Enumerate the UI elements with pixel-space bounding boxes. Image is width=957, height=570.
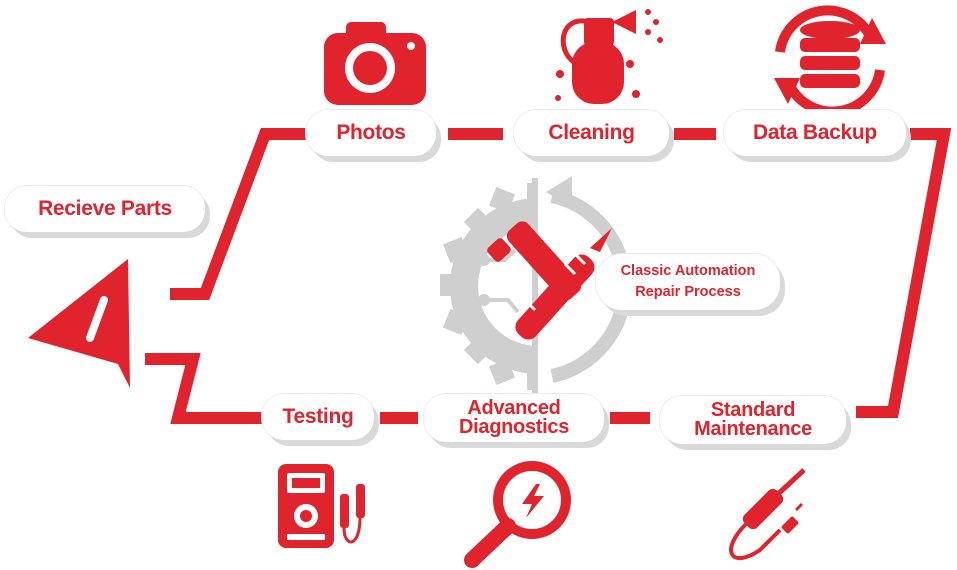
magnifier-lightning-icon [464,461,571,568]
step-diagnostics-line1: Advanced [467,397,561,419]
start-arrow-notch [86,296,108,342]
step-data-backup: Data Backup [724,110,906,156]
step-receive-parts: Recieve Parts [5,186,205,232]
center-process-title: Classic Automation Repair Process [596,254,780,310]
fire-extinguisher-icon [555,9,663,104]
step-cleaning: Cleaning [514,110,669,156]
start-arrow-icon [28,259,130,388]
soldering-iron-icon [729,468,806,561]
center-title-line1: Classic Automation [620,263,756,279]
step-testing: Testing [262,394,374,440]
step-cleaning-label: Cleaning [548,121,635,144]
step-photos-label: Photos [336,121,406,144]
step-diagnostics-line2: Diagnostics [458,416,570,438]
connector-to-photos [170,128,312,300]
connector-testing-start [145,353,265,424]
step-maintenance-line2: Maintenance [694,418,812,440]
step-data-backup-label: Data Backup [753,121,877,144]
step-receive-parts-label: Recieve Parts [38,197,172,220]
center-title-line2: Repair Process [635,284,741,300]
multimeter-icon [278,464,365,548]
database-sync-icon [774,5,886,117]
step-testing-label: Testing [282,405,354,428]
step-advanced-diagnostics: Advanced Diagnostics [424,394,604,442]
step-standard-maintenance: Standard Maintenance [660,396,846,444]
step-maintenance-line1: Standard [710,399,796,421]
connector-lines [145,128,952,424]
step-photos: Photos [306,110,436,156]
connector-backup-maintenance [856,128,952,418]
camera-icon [324,22,426,105]
